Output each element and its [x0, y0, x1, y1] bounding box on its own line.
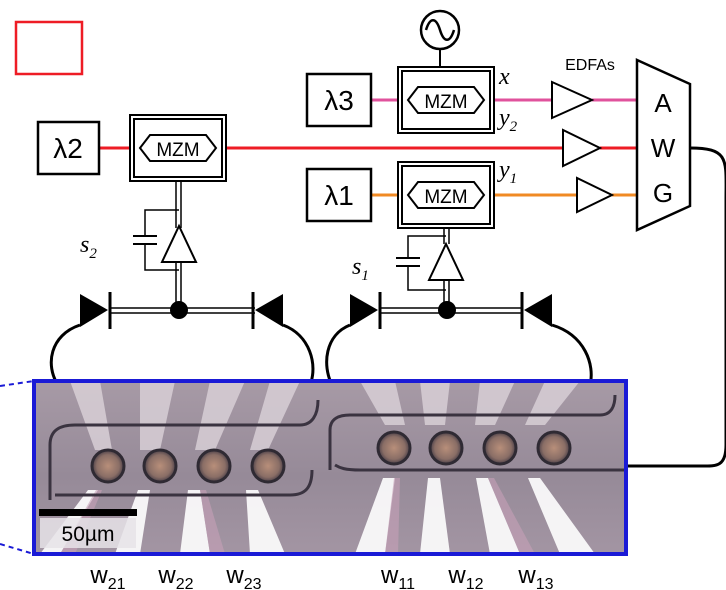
edfa-amplifier-middle — [562, 128, 603, 168]
ring-resonators-right — [376, 430, 572, 466]
balanced-photodetector-left — [49, 292, 315, 386]
weight-label-w22: w22 — [157, 562, 193, 590]
photodiode-left-a — [80, 294, 108, 327]
s2-label: s2 — [80, 232, 97, 262]
edge-dash-bottom — [0, 543, 35, 555]
edfas-label: EDFAs — [565, 57, 615, 74]
drive-chain-left — [133, 181, 198, 305]
photodiode-left-b — [255, 294, 283, 327]
mzm-modulator-bottom: MZM — [397, 161, 495, 229]
mzm-label-left: MZM — [156, 140, 199, 161]
s1-label: s1 — [352, 254, 369, 284]
laser-source-lambda2: λ2 — [36, 120, 101, 176]
awg-letter-g: G — [653, 178, 673, 208]
lambda3-label: λ3 — [324, 85, 354, 116]
lambda2-label: λ2 — [53, 133, 83, 164]
weight-label-w21: w21 — [89, 562, 125, 590]
mzm-label-top: MZM — [424, 92, 467, 113]
laser-source-lambda1: λ1 — [305, 167, 373, 223]
signal-x-label: x — [498, 64, 510, 90]
weight-label-w23: w23 — [225, 562, 261, 590]
signal-y1-label: y1 — [497, 157, 517, 187]
laser-source-lambda3: λ3 — [305, 72, 373, 128]
edge-dash-top — [0, 380, 35, 387]
scale-bar — [39, 509, 137, 516]
signal-y2-label: y2 — [497, 105, 518, 135]
weight-label-w13: w13 — [517, 562, 553, 590]
edfa-amplifier-bottom — [576, 176, 615, 214]
mzm-label-bottom: MZM — [424, 187, 467, 208]
mzm-modulator-left: MZM — [129, 114, 227, 182]
mzm-modulator-top: MZM — [397, 66, 495, 134]
awg-multiplexer: A W G — [635, 58, 692, 232]
scale-label-bg — [40, 518, 136, 548]
chip-micrograph: 50µm — [32, 379, 628, 556]
weight-label-w11: w11 — [380, 562, 415, 590]
ring-resonators-left — [90, 448, 286, 484]
lambda1-label: λ1 — [324, 180, 354, 211]
photodiode-right-a — [350, 294, 378, 327]
photodiode-right-b — [524, 294, 552, 327]
awg-letter-a: A — [654, 88, 672, 118]
signal-generator-icon — [419, 9, 461, 51]
edfa-amplifier-top — [551, 80, 595, 120]
red-marker-square — [14, 20, 84, 76]
fiber-awg-to-chip — [626, 146, 726, 468]
chip-border — [32, 379, 628, 556]
awg-letter-w: W — [651, 133, 676, 163]
scale-bar-label: 50µm — [62, 523, 115, 546]
weight-label-w12: w12 — [447, 562, 483, 590]
drive-chain-right — [396, 228, 465, 305]
balanced-photodetector-right — [325, 292, 593, 386]
